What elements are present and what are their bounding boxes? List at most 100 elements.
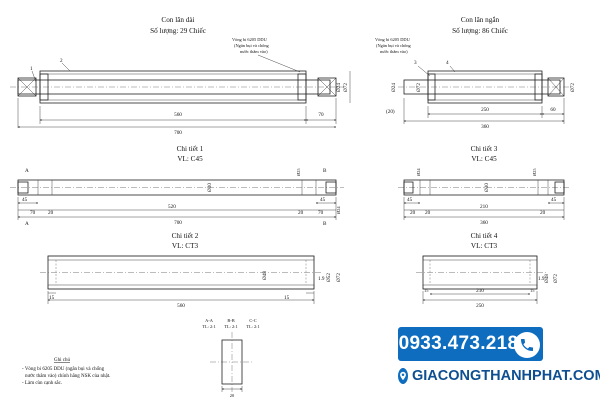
part-4-title: Chi tiết 4 <box>471 232 498 240</box>
section-dim-20: 20 <box>230 393 235 398</box>
part-4-dia-inner: Ø48 <box>544 274 550 283</box>
part-3-dim-360: 360 <box>480 220 488 226</box>
short-dia-1: Ø24 <box>391 83 397 92</box>
part-1-dim-700: 700 <box>174 220 182 226</box>
section-bb-scale: TL: 2:1 <box>224 324 237 329</box>
short-bearing-note-1: Vòng bi 6205 DDU <box>375 37 411 42</box>
long-dim-560: 560 <box>174 112 182 118</box>
part-2-dim-15a: 15 <box>49 295 55 301</box>
section-profile <box>221 339 243 385</box>
part-1-dim-70a: 70 <box>30 210 36 216</box>
section-aa-label: A-A <box>205 318 214 323</box>
part-1-flat-left <box>17 181 29 194</box>
part-3-title: Chi tiết 3 <box>471 145 498 153</box>
short-dia-2: Ø72 <box>416 83 422 92</box>
part-1-title: Chi tiết 1 <box>177 145 204 153</box>
short-roller-view: Con lăn ngắn Số lượng: 86 Chiếc Vòng bi … <box>375 16 576 130</box>
location-pin-icon <box>398 368 408 384</box>
part-3-material: VL: C45 <box>471 155 497 163</box>
part-2-material: VL: CT3 <box>172 242 199 250</box>
website-url: GIACONGTHANHPHAT.COM <box>412 368 600 384</box>
short-bearing-note-2: (Ngăn bụi và chống <box>376 43 412 48</box>
part-1-dim-45b: 45 <box>320 197 326 203</box>
part-4-dim-15b: 15 <box>530 288 535 293</box>
part-4-view: Chi tiết 4 VL: CT3 Ø48 Ø72 1.9 210 15 15… <box>416 232 559 309</box>
part-2-dim-19: 1.9 <box>318 276 325 282</box>
long-bearing-note-2: (Ngăn bụi và chống <box>234 43 270 48</box>
part-1-dia-shaft: Ø30 <box>207 183 213 192</box>
short-roller-title: Con lăn ngắn <box>461 16 500 24</box>
part-1-section-a-top: A <box>25 168 29 174</box>
short-callout-3: 3 <box>414 60 417 66</box>
short-callout-4: 4 <box>446 60 449 66</box>
part-4-dim-19: 1.9 <box>538 276 545 282</box>
part-1-dim-45: 45 <box>22 197 28 203</box>
phone-icon-glyph <box>521 339 533 351</box>
phone-number: 0933.473.218 <box>398 333 519 354</box>
short-dim-60: 60 <box>550 107 556 113</box>
part-4-dim-15a: 15 <box>424 288 429 293</box>
section-aa-scale: TL: 2:1 <box>202 324 215 329</box>
long-dia-2: Ø72 <box>343 83 349 92</box>
part-2-dim-560: 560 <box>177 303 185 309</box>
part-1-flat-right <box>325 181 337 194</box>
part-3-dim-20a: 20 <box>410 210 416 216</box>
part-1-dim-70b: 70 <box>318 210 324 216</box>
long-roller-title: Con lăn dài <box>161 16 194 24</box>
part-1-dia-end: Ø24 <box>336 206 341 214</box>
long-callout-1: 1 <box>30 66 33 72</box>
part-1-dim-520: 520 <box>168 204 176 210</box>
short-dia-2b: Ø72 <box>570 83 576 92</box>
part-1-section-a-bottom: A <box>25 221 29 227</box>
notes-line-1: - Vòng bi 6205 DDU (ngăn bụi và chống <box>22 367 105 372</box>
part-3-dim-20c: 20 <box>540 210 546 216</box>
notes-line-2: nước thâm vào) chính hãng NSK của nhật. <box>25 374 110 379</box>
website-badge[interactable]: GIACONGTHANHPHAT.COM <box>398 364 600 388</box>
part-3-dim-210: 210 <box>480 204 488 210</box>
part-1-dim-20b: 20 <box>298 210 304 216</box>
part-3-dia-end: Ø24 <box>416 168 421 176</box>
part-2-title: Chi tiết 2 <box>172 232 199 240</box>
part-3-dim-45b: 45 <box>551 197 557 203</box>
part-3-dim-45: 45 <box>407 197 413 203</box>
part-3-flat-left <box>403 181 414 194</box>
part-1-material: VL: C45 <box>177 155 203 163</box>
long-bearing-note-1: Vòng bi 6205 DDU <box>232 37 268 42</box>
long-roller-qty: Số lượng: 29 Chiếc <box>150 27 206 35</box>
part-2-view: Chi tiết 2 VL: CT3 Ø48 1.9 Ø52 Ø72 15 15… <box>40 232 342 309</box>
part-4-dim-250: 250 <box>476 303 484 309</box>
part-1-view: Chi tiết 1 VL: C45 A A B B Ø30 Ø25 Ø24 4… <box>10 145 344 227</box>
long-shaft <box>17 79 331 95</box>
part-4-material: VL: CT3 <box>471 242 498 250</box>
long-dim-70: 70 <box>318 112 324 118</box>
long-callout-2: 2 <box>60 58 63 64</box>
part-1-section-b-top: B <box>323 168 327 174</box>
part-2-dim-15b: 15 <box>284 295 290 301</box>
section-views: A-A TL: 2:1 B-B TL: 2:1 C-C TL: 2:1 20 <box>202 318 259 398</box>
part-4-dim-210: 210 <box>476 288 484 294</box>
section-bb-label: B-B <box>227 318 234 323</box>
short-dim-250: 250 <box>481 107 489 113</box>
long-dia-1: Ø24 <box>336 83 342 92</box>
notes-line-3: - Làm cùn cạnh sắc. <box>22 380 62 386</box>
short-dim-360: 360 <box>481 124 489 130</box>
short-roller-qty: Số lượng: 86 Chiếc <box>452 27 508 35</box>
section-cc-label: C-C <box>249 318 256 323</box>
part-2-dia-bore: Ø52 <box>326 273 332 282</box>
phone-icon[interactable] <box>514 332 540 358</box>
part-3-flat-right <box>554 181 565 194</box>
short-shaft <box>403 79 561 95</box>
short-bearing-note-3: nước thâm vào) <box>380 49 408 54</box>
long-dim-700: 700 <box>174 130 182 136</box>
part-4-dia-outer: Ø72 <box>553 274 559 283</box>
part-1-section-b-bottom: B <box>323 221 327 227</box>
part-1-dim-20a: 20 <box>48 210 54 216</box>
section-cc-scale: TL: 2:1 <box>246 324 259 329</box>
short-dim-20: (20) <box>386 108 395 115</box>
part-2-dia-outer: Ø72 <box>336 273 342 282</box>
part-3-view: Chi tiết 3 VL: C45 Ø30 Ø25 Ø24 45 45 20 … <box>398 145 570 226</box>
long-roller-view: Con lăn dài Số lượng: 29 Chiếc Vòng bi 6… <box>10 16 351 136</box>
notes-heading: Ghi chú <box>54 358 70 363</box>
long-bearing-note-3: nước thâm vào) <box>240 49 268 54</box>
